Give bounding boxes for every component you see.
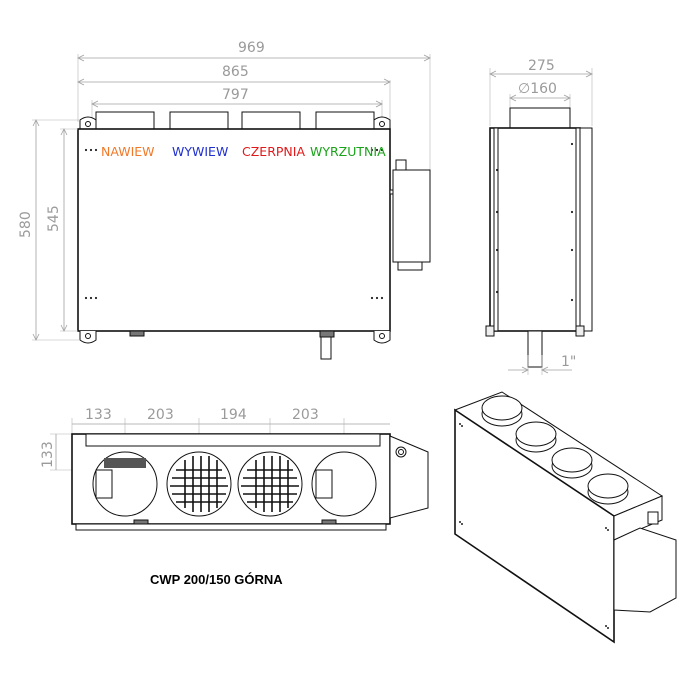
dim-depth: 275 [528, 58, 555, 74]
dim-diameter: ∅160 [518, 81, 557, 97]
front-view: 969 865 797 [18, 40, 431, 360]
isometric-ducts [481, 395, 629, 505]
grill-left [170, 456, 228, 512]
label-wyrzutnia: WYRZUTNIA [310, 144, 386, 159]
dim-spacing-3: 203 [292, 407, 319, 423]
dim-inner-height: 545 [46, 205, 62, 232]
screw-dots-iso [459, 423, 609, 629]
drawing-caption: CWP 200/150 GÓRNA [150, 572, 283, 587]
dim-offset-vertical: 133 [40, 441, 56, 468]
label-nawiew: NAWIEW [101, 144, 155, 159]
dim-spacing-1: 203 [147, 407, 174, 423]
dim-overall-height: 580 [18, 211, 34, 238]
side-view: 275 ∅160 1" [485, 58, 593, 375]
dim-mid-width: 865 [222, 64, 249, 80]
dim-overall-width: 969 [238, 40, 265, 56]
dim-spacing-2: 194 [220, 407, 247, 423]
dim-offset-1: 133 [85, 407, 112, 423]
screw-dots-front [84, 148, 384, 300]
label-wywiew: WYWIEW [172, 144, 228, 159]
isometric-view [453, 391, 677, 644]
label-czerpnia: CZERPNIA [242, 144, 305, 159]
bottom-view: 133 203 194 203 133 [40, 407, 429, 531]
grill-right [241, 456, 299, 512]
dim-thread: 1" [561, 354, 576, 370]
dim-inner-width: 797 [222, 87, 249, 103]
screw-dots-side [495, 142, 574, 302]
